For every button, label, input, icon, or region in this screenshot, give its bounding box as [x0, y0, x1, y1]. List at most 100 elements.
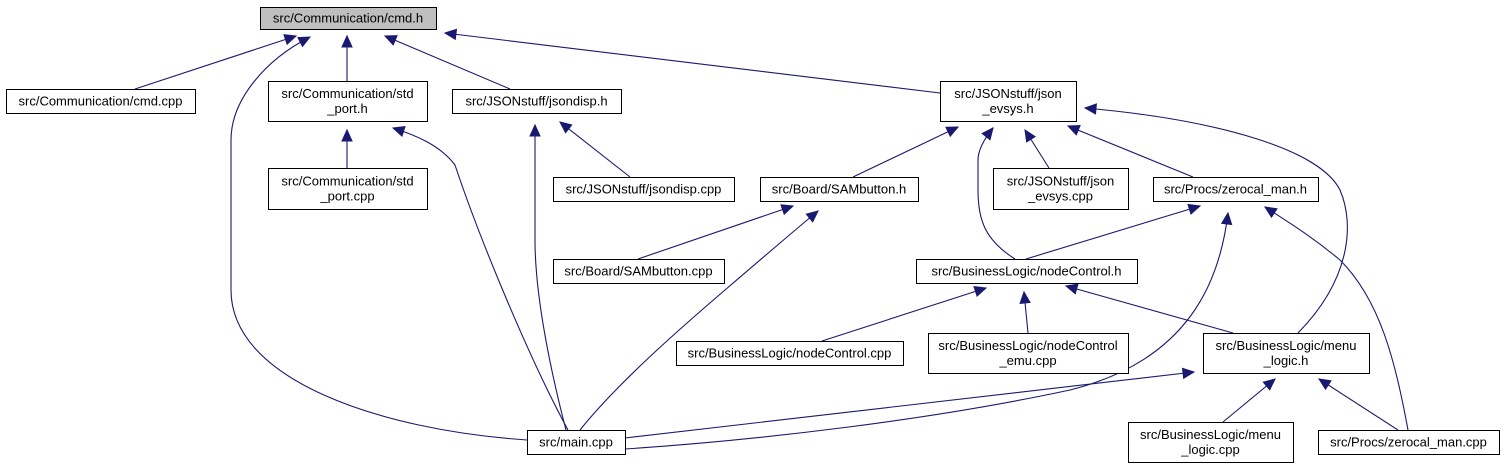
node-label-line: _logic.h — [1263, 353, 1309, 368]
node-box — [452, 89, 622, 114]
edge-line — [852, 126, 959, 178]
node-label-line: src/JSONstuff/json — [1007, 174, 1114, 189]
node-label-line: src/JSONstuff/json — [954, 86, 1061, 101]
edge-main_cpp-to-jsondisp_h — [529, 123, 567, 431]
node-box — [260, 7, 437, 30]
edge-line — [230, 36, 528, 441]
node-main-cpp[interactable]: src/main.cpp — [527, 430, 626, 455]
arrowhead — [1263, 206, 1278, 219]
node-zerocal-cpp[interactable]: src/Procs/zerocal_man.cpp — [1318, 430, 1500, 455]
node-label-line: src/main.cpp — [539, 435, 613, 450]
node-jsondisp-cpp[interactable]: src/JSONstuff/jsondisp.cpp — [553, 177, 735, 202]
arrowhead — [341, 128, 353, 142]
node-box — [993, 168, 1129, 210]
edge-zerocal_cpp-to-menu_logic_h — [1317, 378, 1399, 431]
edge-line — [624, 371, 1195, 439]
node-label-line: src/Communication/std — [281, 174, 413, 189]
edge-zerocal_h-to-json_evsys_h — [1066, 124, 1194, 178]
node-box — [553, 177, 735, 202]
edge-main_cpp-to-zerocal_h — [624, 211, 1233, 450]
arrowhead — [297, 36, 312, 48]
node-box — [1203, 333, 1370, 374]
node-label-line: src/Procs/zerocal_man.h — [1164, 182, 1307, 197]
node-box — [1318, 430, 1500, 455]
arrowhead — [1064, 283, 1079, 295]
arrowhead — [780, 204, 795, 216]
node-json-evsys-cpp[interactable]: src/JSONstuff/json_evsys.cpp — [993, 168, 1129, 210]
edge-line — [1065, 285, 1234, 334]
edge-cmd_cpp-to-cmd_h — [134, 34, 298, 90]
node-label-line: _evsys.cpp — [1027, 189, 1093, 204]
node-box — [676, 341, 904, 366]
edge-main_cpp-to-sambutton_h — [579, 210, 819, 431]
arrowhead — [1262, 378, 1276, 391]
node-label-line: _port.h — [326, 101, 367, 116]
node-box — [6, 89, 196, 114]
arrowhead — [1220, 211, 1233, 226]
node-nodecontrol-emu[interactable]: src/BusinessLogic/nodeControl_emu.cpp — [928, 333, 1129, 374]
node-nodecontrol-cpp[interactable]: src/BusinessLogic/nodeControl.cpp — [676, 341, 904, 366]
edge-line — [134, 35, 297, 90]
edge-line — [559, 121, 631, 178]
node-sambutton-cpp[interactable]: src/Board/SAMbutton.cpp — [553, 259, 725, 284]
node-label-line: _port.cpp — [319, 189, 374, 204]
edge-sambutton_h-to-json_evsys_h — [852, 126, 960, 178]
node-menu-logic-cpp[interactable]: src/BusinessLogic/menu_logic.cpp — [1128, 422, 1294, 463]
edge-nodecontrol_h-to-json_evsys_h — [977, 127, 1016, 260]
arrowhead — [559, 121, 573, 134]
arrowhead — [341, 34, 353, 48]
edge-line — [1318, 378, 1399, 431]
edge-line — [392, 127, 569, 431]
node-std-port-h[interactable]: src/Communication/std_port.h — [268, 81, 428, 122]
node-label-line: src/Board/SAMbutton.h — [772, 182, 906, 197]
node-label-line: _evsys.h — [981, 101, 1033, 116]
arrowhead — [283, 34, 298, 46]
node-menu-logic-h[interactable]: src/BusinessLogic/menu_logic.h — [1203, 333, 1370, 374]
node-box — [1128, 422, 1294, 463]
node-box — [1153, 177, 1319, 202]
node-cmd-cpp[interactable]: src/Communication/cmd.cpp — [6, 89, 196, 114]
arrowhead — [805, 210, 819, 223]
edge-nodecontrol_h-to-zerocal_h — [1025, 203, 1202, 260]
edge-line — [1084, 107, 1348, 334]
node-label-line: src/BusinessLogic/nodeControl.cpp — [688, 346, 892, 361]
edge-sambutton_cpp-to-sambutton_h — [637, 204, 795, 260]
edge-line — [384, 35, 511, 90]
node-label-line: src/BusinessLogic/nodeControl — [938, 338, 1117, 353]
node-sambutton-h[interactable]: src/Board/SAMbutton.h — [760, 177, 919, 202]
node-box — [527, 430, 626, 455]
node-box — [760, 177, 919, 202]
arrowhead — [443, 28, 458, 41]
nodes-layer: src/Communication/cmd.h src/Communication… — [6, 7, 1500, 463]
edge-jsondisp_h-to-cmd_h — [383, 35, 511, 90]
edge-nodecontrol_cpp-to-nodecontrol_h — [821, 286, 988, 342]
node-std-port-cpp[interactable]: src/Communication/std_port.cpp — [268, 168, 428, 210]
edge-menu_logic_h-to-nodecontrol_h — [1064, 283, 1234, 334]
edge-menu_logic_cpp-to-menu_logic_h — [1222, 378, 1276, 423]
edge-line — [637, 205, 794, 260]
arrowhead — [391, 125, 406, 137]
node-box — [553, 259, 725, 284]
node-json-evsys-h[interactable]: src/JSONstuff/json_evsys.h — [940, 81, 1077, 122]
node-label-line: src/BusinessLogic/menu — [1140, 427, 1281, 442]
edge-json_evsys_cpp-to-json_evsys_h — [1024, 128, 1050, 169]
node-box — [916, 259, 1138, 284]
arrowhead — [945, 126, 960, 138]
node-zerocal-h[interactable]: src/Procs/zerocal_man.h — [1153, 177, 1319, 202]
node-label-line: src/Procs/zerocal_man.cpp — [1330, 435, 1487, 450]
node-cmd-h[interactable]: src/Communication/cmd.h — [260, 7, 437, 30]
node-label-line: src/Board/SAMbutton.cpp — [564, 264, 712, 279]
arrowhead — [1024, 128, 1037, 143]
node-label-line: src/JSONstuff/jsondisp.h — [465, 94, 607, 109]
edge-line — [1067, 125, 1194, 178]
node-nodecontrol-h[interactable]: src/BusinessLogic/nodeControl.h — [916, 259, 1138, 284]
node-jsondisp-h[interactable]: src/JSONstuff/jsondisp.h — [452, 89, 622, 114]
edge-line — [1025, 205, 1201, 260]
arrowhead — [1181, 367, 1196, 380]
edge-jsondisp_cpp-to-jsondisp_h — [559, 121, 631, 178]
node-label-line: src/JSONstuff/jsondisp.cpp — [566, 182, 722, 197]
edge-main_cpp-to-cmd_h — [230, 36, 528, 441]
edge-line — [624, 212, 1229, 450]
edge-nodecontrol_emu-to-nodecontrol_h — [1019, 290, 1031, 334]
